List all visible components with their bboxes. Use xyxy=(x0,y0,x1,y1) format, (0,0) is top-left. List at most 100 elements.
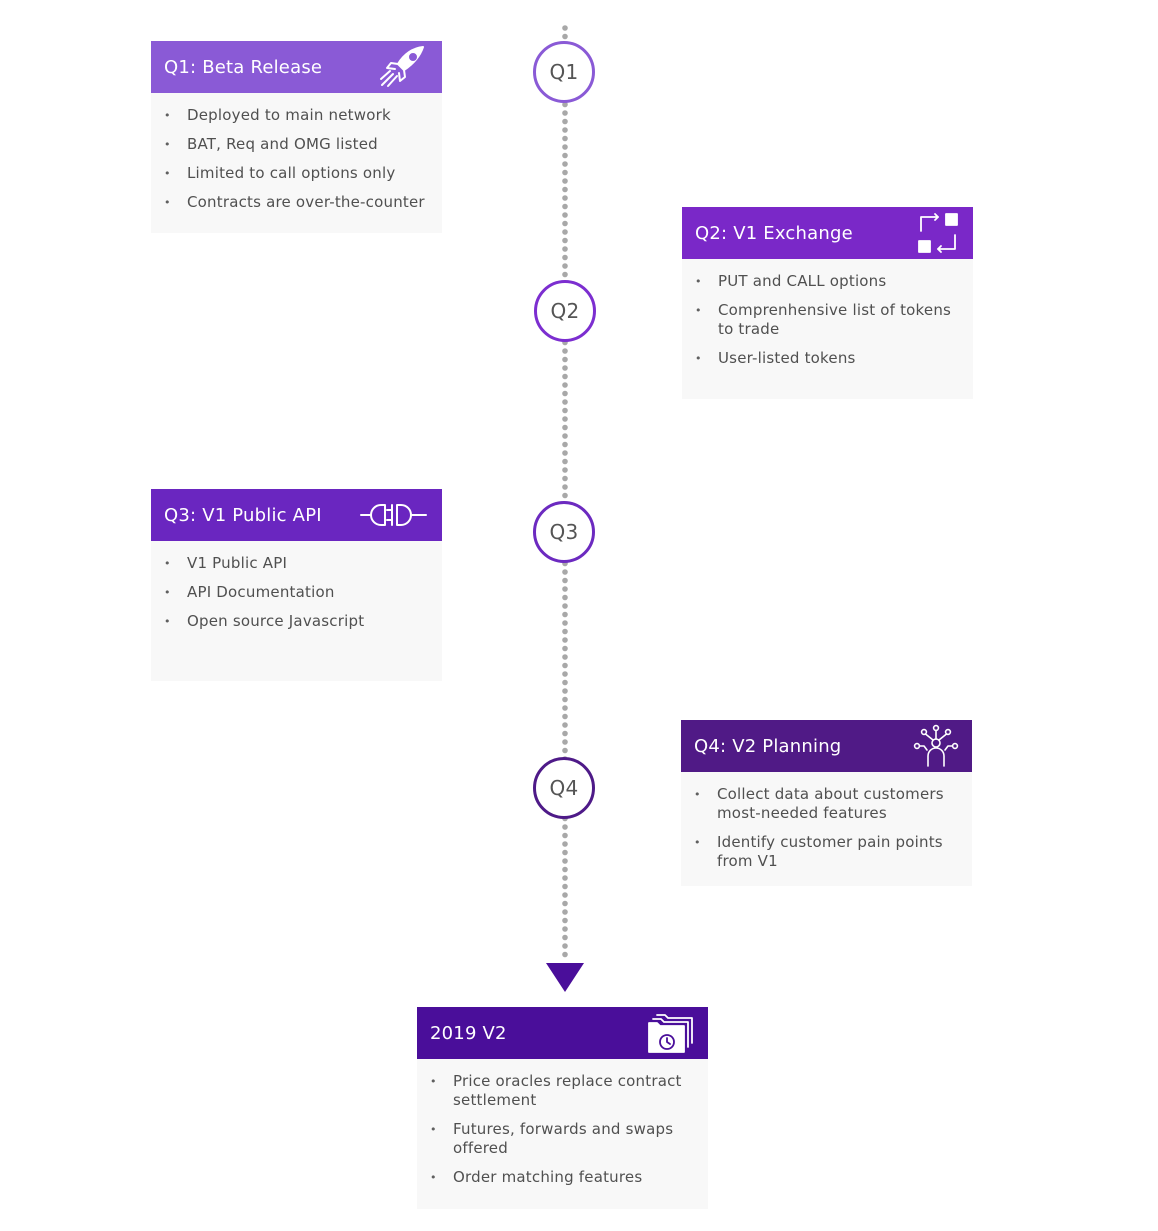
list-item: Open source Javascript xyxy=(164,612,432,631)
list-item: Order matching features xyxy=(430,1168,698,1187)
card-q4-v2-planning: Q4: V2 Planning Collect data about custo… xyxy=(681,720,972,886)
timeline-dot xyxy=(562,713,568,720)
timeline-dot xyxy=(562,917,568,924)
timeline-dot xyxy=(562,135,568,142)
timeline-node-q2: Q2 xyxy=(534,280,596,342)
card-items: Price oracles replace contract settlemen… xyxy=(417,1059,708,1215)
timeline-dot xyxy=(562,620,568,626)
card-items: PUT and CALL options Comprenhensive list… xyxy=(682,259,973,396)
timeline-dot xyxy=(562,424,568,431)
node-label: Q2 xyxy=(550,299,580,323)
timeline-dot xyxy=(562,594,568,601)
timeline-dot xyxy=(562,348,568,354)
timeline-node-q4: Q4 xyxy=(533,757,595,819)
list-item: Identify customer pain points from V1 xyxy=(694,833,962,871)
timeline-dot xyxy=(562,747,568,754)
timeline-dot xyxy=(562,33,568,40)
list-item: Comprenhensive list of tokens to trade xyxy=(695,301,963,339)
card-items: Deployed to main network BAT, Req and OM… xyxy=(151,93,442,240)
timeline-dot xyxy=(562,688,568,694)
timeline-dot xyxy=(562,195,568,201)
timeline-dot xyxy=(562,212,568,218)
list-item: Contracts are over-the-counter xyxy=(164,193,432,212)
timeline-dot xyxy=(562,662,568,669)
timeline-dot xyxy=(562,577,568,584)
timeline-dot xyxy=(562,892,568,898)
timeline-dot xyxy=(562,586,568,592)
list-item: Price oracles replace contract settlemen… xyxy=(430,1072,698,1110)
timeline-dot xyxy=(562,492,568,499)
timeline-dot xyxy=(562,705,568,711)
timeline-dot xyxy=(562,730,568,737)
timeline-dot xyxy=(562,824,568,830)
timeline-dot xyxy=(562,407,568,414)
timeline-dot xyxy=(562,144,568,150)
timeline-dot xyxy=(562,458,568,465)
timeline-dot xyxy=(562,484,568,490)
timeline-dot xyxy=(562,883,568,890)
timeline-dot xyxy=(562,254,568,261)
timeline-dot xyxy=(562,373,568,380)
card-title: Q4: V2 Planning xyxy=(694,735,842,757)
timeline-dot xyxy=(562,637,568,643)
timeline-dot xyxy=(562,858,568,864)
list-item: Limited to call options only xyxy=(164,164,432,183)
card-title: Q3: V1 Public API xyxy=(164,504,322,526)
timeline-dot xyxy=(562,569,568,575)
timeline-dot xyxy=(562,229,568,235)
timeline-dot xyxy=(562,390,568,397)
timeline-dot xyxy=(562,450,568,456)
timeline-dot xyxy=(562,110,568,116)
timeline-dot xyxy=(562,832,568,839)
card-header: Q3: V1 Public API xyxy=(151,489,442,541)
timeline-dot xyxy=(562,178,568,184)
timeline-dot xyxy=(562,186,568,193)
list-item: User-listed tokens xyxy=(695,349,963,368)
card-title: Q2: V1 Exchange xyxy=(695,222,853,244)
timeline-dot xyxy=(562,475,568,482)
timeline-dot xyxy=(562,866,568,873)
card-title: Q1: Beta Release xyxy=(164,56,323,78)
timeline-dot xyxy=(562,118,568,125)
timeline-dot xyxy=(562,696,568,703)
timeline-dot xyxy=(562,909,568,915)
card-items: V1 Public API API Documentation Open sou… xyxy=(151,541,442,659)
timeline-arrowhead xyxy=(546,963,584,992)
timeline-dot xyxy=(562,416,568,422)
timeline-dot xyxy=(562,875,568,881)
timeline-dot xyxy=(562,467,568,473)
exchange-icon xyxy=(916,211,960,255)
timeline-dot xyxy=(562,263,568,269)
timeline-dot xyxy=(562,220,568,227)
timeline-dot xyxy=(562,101,568,108)
timeline-dot xyxy=(562,628,568,635)
card-q1-beta-release: Q1: Beta Release Deployed to main networ… xyxy=(151,41,442,233)
plug-icon xyxy=(359,500,429,530)
timeline-dot xyxy=(562,654,568,660)
card-title: 2019 V2 xyxy=(430,1022,507,1044)
timeline-dot xyxy=(562,951,568,958)
card-items: Collect data about customers most-needed… xyxy=(681,772,972,899)
timeline-dot xyxy=(562,645,568,652)
timeline-node-q1: Q1 xyxy=(533,41,595,103)
timeline-node-q3: Q3 xyxy=(533,501,595,563)
timeline-dot xyxy=(562,152,568,159)
rocket-icon xyxy=(377,44,429,90)
timeline-dot xyxy=(562,722,568,728)
timeline-dot xyxy=(562,441,568,448)
timeline-dot xyxy=(562,246,568,252)
timeline-dot xyxy=(562,849,568,856)
list-item: Futures, forwards and swaps offered xyxy=(430,1120,698,1158)
timeline-dot xyxy=(562,356,568,363)
card-q2-v1-exchange: Q2: V1 Exchange PUT and CALL options Com… xyxy=(682,207,973,399)
list-item: BAT, Req and OMG listed xyxy=(164,135,432,154)
card-q3-v1-public-api: Q3: V1 Public API V1 Public API API Docu… xyxy=(151,489,442,681)
list-item: Deployed to main network xyxy=(164,106,432,125)
timeline-dot xyxy=(562,671,568,677)
timeline-dot xyxy=(562,382,568,388)
timeline-dot xyxy=(562,169,568,176)
card-header: Q2: V1 Exchange xyxy=(682,207,973,259)
card-2019-v2: 2019 V2 Price oracles replace contract s… xyxy=(417,1007,708,1209)
node-label: Q4 xyxy=(549,776,579,800)
list-item: PUT and CALL options xyxy=(695,272,963,291)
